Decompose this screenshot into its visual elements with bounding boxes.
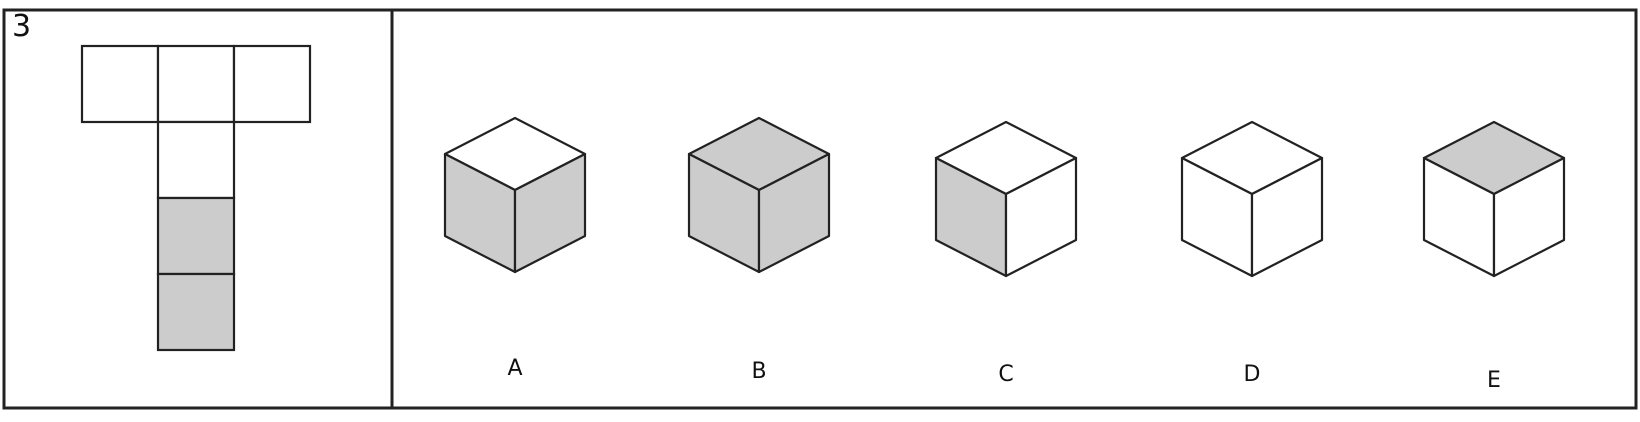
cube-e-right-face (1492, 156, 1566, 278)
option-label-a: A (507, 356, 523, 381)
cube-option-b (687, 116, 831, 274)
cube-d-right-face (1250, 156, 1324, 278)
net-face-3 (232, 44, 312, 124)
cube-c-right-face (1004, 156, 1078, 278)
option-label-d: D (1243, 362, 1261, 387)
outer-frame (2, 8, 1638, 410)
net-face-6 (156, 272, 236, 352)
option-label-b: B (751, 359, 767, 384)
net-face-5 (156, 196, 236, 276)
net-face-4 (156, 120, 236, 200)
cube-option-d (1180, 120, 1324, 278)
question-number: 3 (12, 9, 32, 44)
option-label-c: C (998, 362, 1014, 387)
cube-option-a (443, 116, 587, 274)
cube-b-right-face (757, 152, 831, 274)
cube-option-e (1422, 120, 1566, 278)
net-face-2 (156, 44, 236, 124)
option-label-e: E (1487, 368, 1501, 393)
cube-option-c (934, 120, 1078, 278)
cube-net (80, 44, 312, 352)
cube-a-right-face (513, 152, 587, 274)
net-face-1 (80, 44, 160, 124)
cube-options (443, 116, 1566, 278)
